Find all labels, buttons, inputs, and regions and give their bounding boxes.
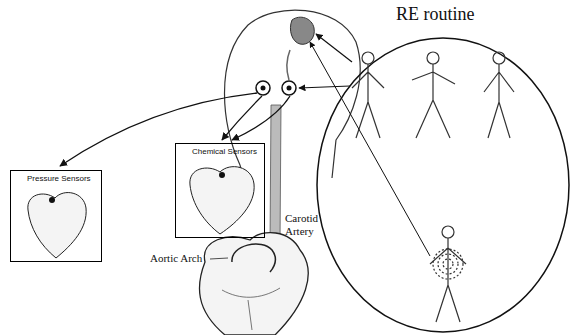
heart-vessels: [222, 288, 280, 330]
box-label: Chemical Sensors: [176, 144, 264, 156]
arrow: [316, 34, 352, 62]
heart: [199, 233, 308, 335]
part-label: Carotid Artery: [285, 212, 333, 237]
box-sensor: [49, 197, 55, 203]
box-sensor: [219, 172, 225, 178]
sensor-dot: [287, 86, 292, 91]
sensor-dot: [261, 86, 266, 91]
box-heart: [190, 167, 254, 234]
part-label: Aortic Arch: [150, 252, 210, 265]
arrow: [299, 86, 350, 88]
arrow: [222, 96, 262, 140]
sensor-box: Chemical Sensors: [175, 143, 265, 238]
arrow: [232, 96, 290, 140]
sensor-box: Pressure Sensors: [10, 170, 102, 262]
sensor-circle: [282, 81, 296, 95]
arrow: [310, 42, 430, 256]
brain: [290, 17, 314, 44]
carotid-artery: [270, 105, 281, 245]
brainstem: [287, 50, 290, 80]
figure: [352, 52, 514, 322]
aortic-arch: [232, 244, 275, 272]
diagram-title: RE routine: [396, 4, 475, 25]
leader-line: [210, 258, 228, 259]
box-heart: [28, 193, 86, 258]
routine-circle: [317, 38, 569, 332]
sensor-circle: [256, 81, 270, 95]
box-label: Pressure Sensors: [11, 171, 101, 183]
